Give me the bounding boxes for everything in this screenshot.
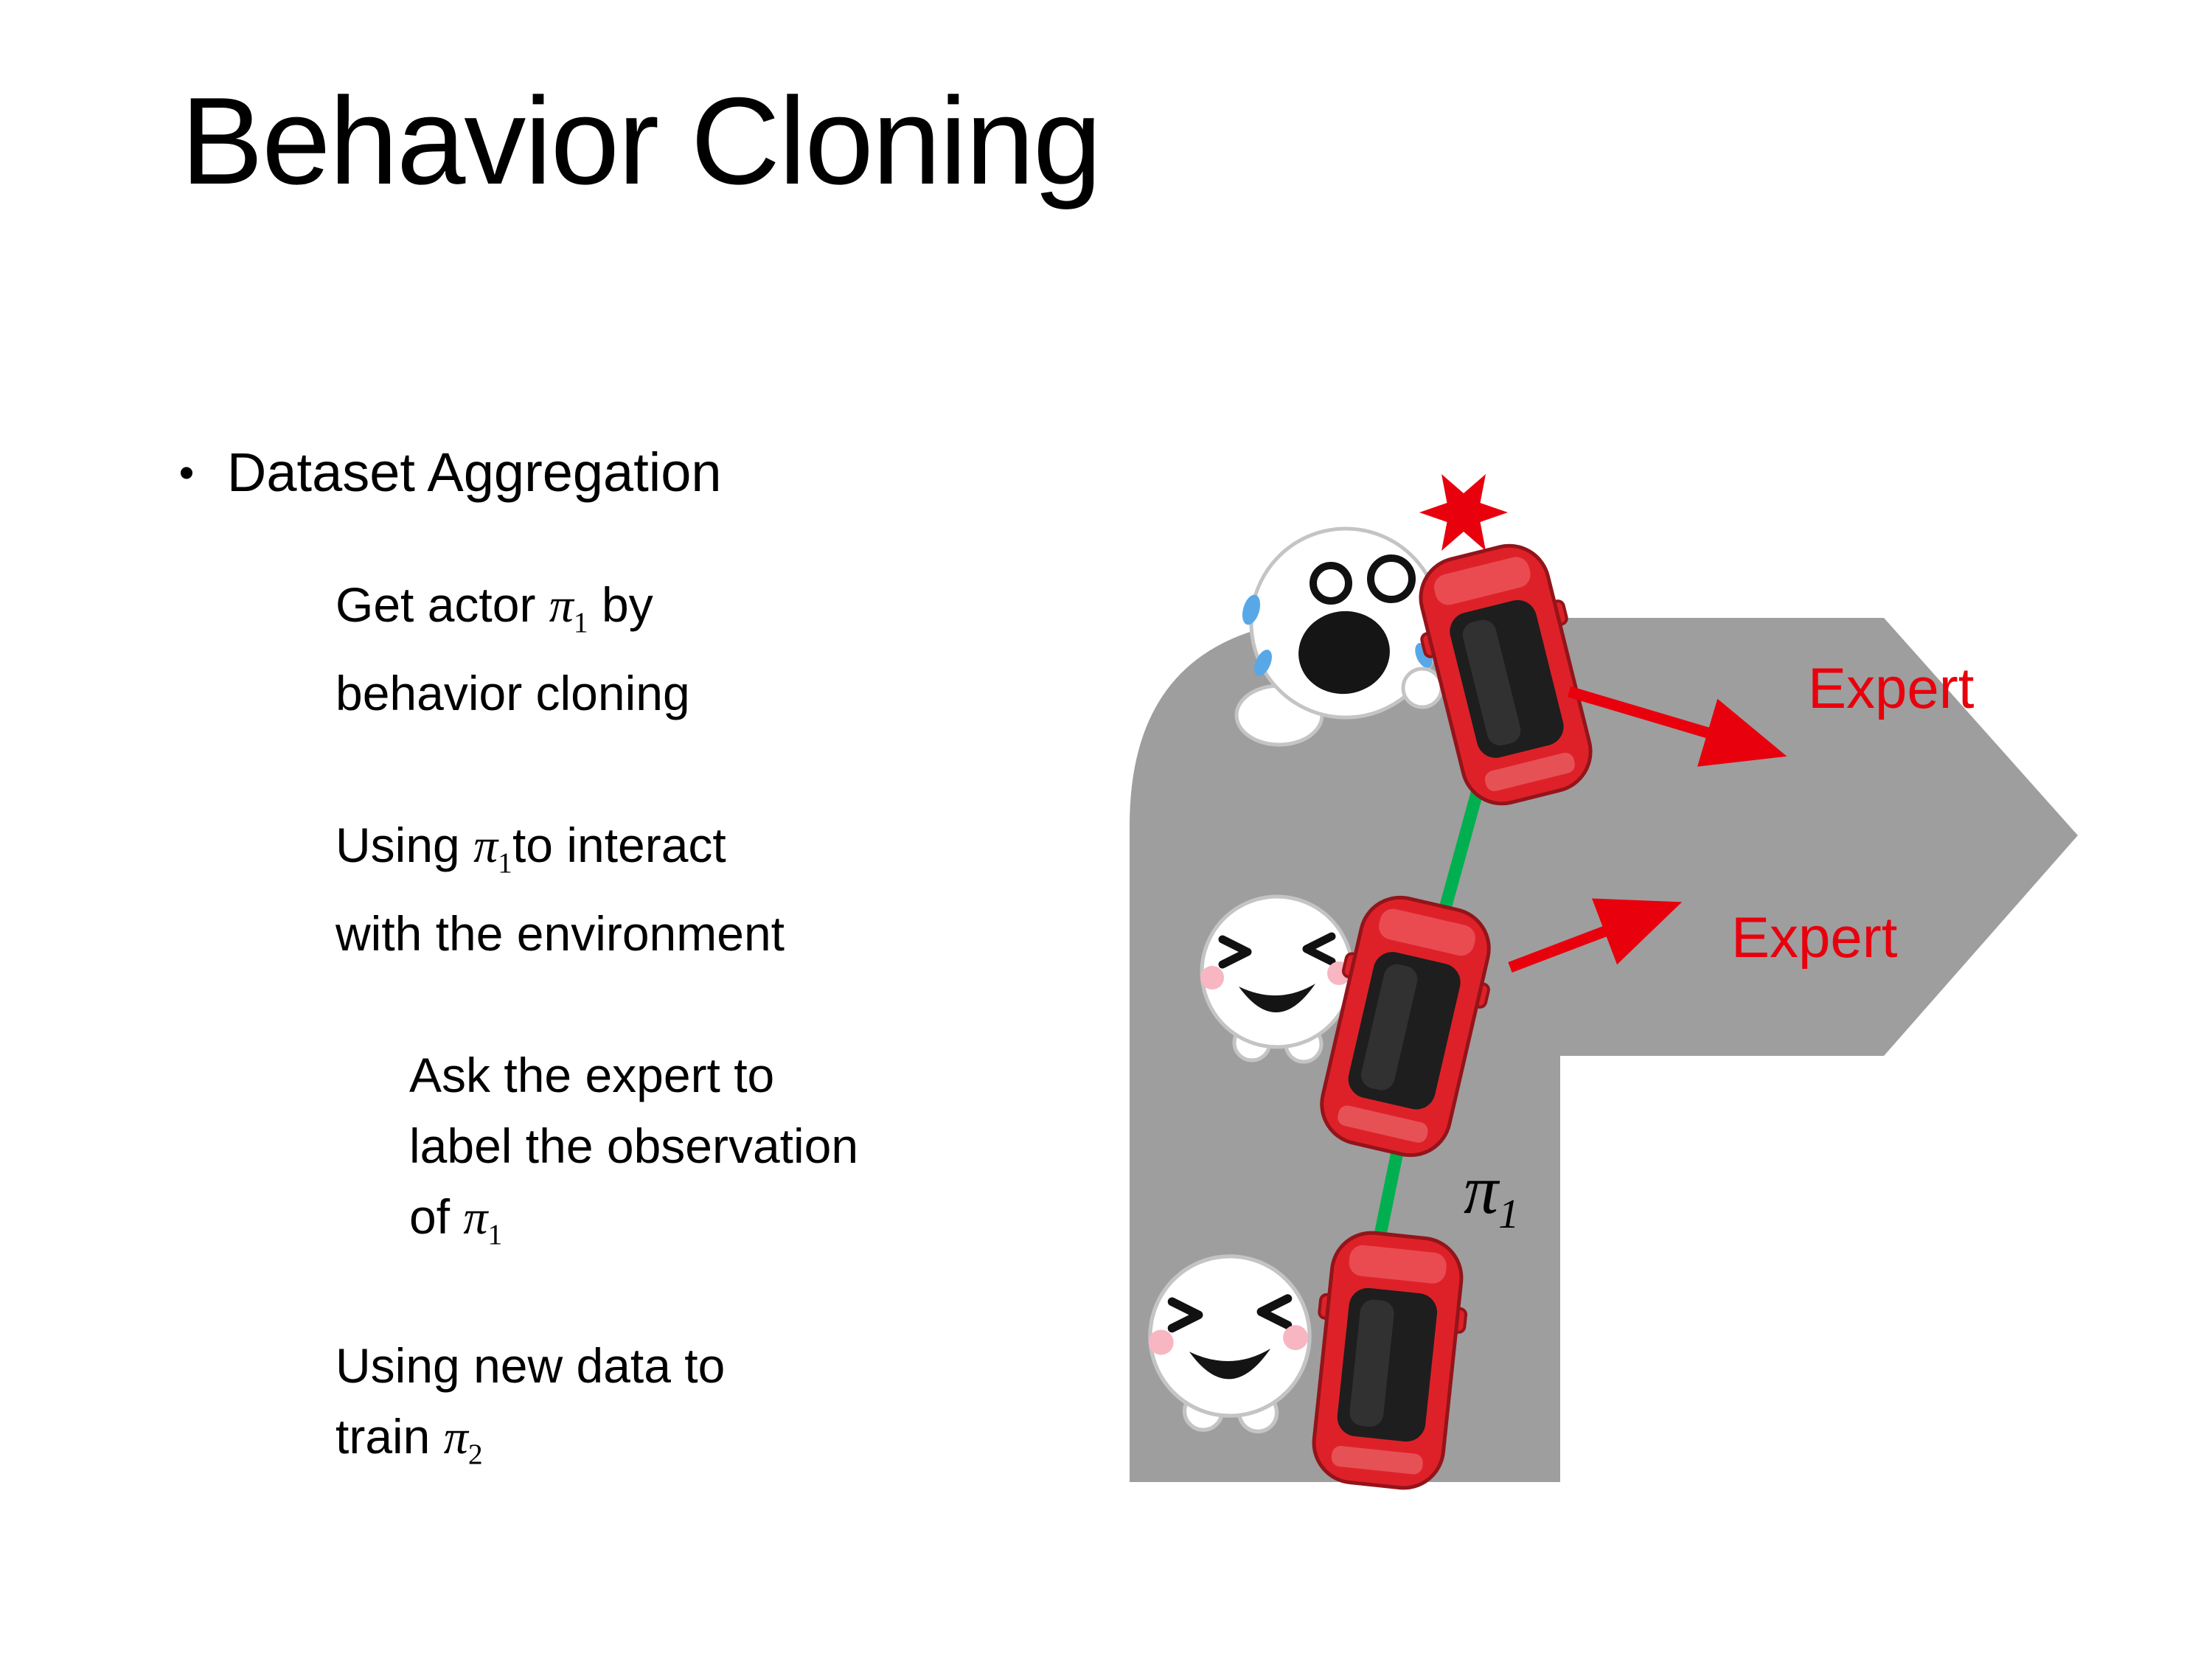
note-get-actor: Get actor π1 by behavior cloning	[335, 569, 690, 728]
note-line: Ask the expert to	[409, 1040, 858, 1110]
shocked-character-icon	[1234, 474, 1508, 747]
note-text-segment: of	[409, 1189, 464, 1244]
note-train-pi2: Using new data to train π2	[335, 1330, 725, 1489]
math-subscript: 1	[498, 846, 512, 880]
note-text-segment: Using new data to	[335, 1338, 726, 1393]
math-subscript: 1	[573, 606, 588, 639]
expert-label: Expert	[1808, 655, 1975, 720]
note-text-segment: Get actor	[335, 577, 549, 632]
pi1-label: π1	[1464, 1150, 1519, 1238]
expert-arrow	[1567, 686, 1787, 767]
shock-spark-icon	[1419, 474, 1508, 551]
math-symbol: π	[463, 1191, 488, 1245]
math-subscript: 1	[487, 1218, 503, 1251]
math-symbol: π	[549, 579, 574, 633]
bullet-text: Dataset Aggregation	[226, 442, 722, 503]
math-symbol: π	[473, 819, 498, 873]
math-symbol: π	[443, 1411, 468, 1464]
note-line: label the observation	[409, 1110, 858, 1181]
note-using-pi1: Using π1to interact with the environment	[335, 810, 785, 969]
note-text-segment: Using	[335, 818, 474, 872]
note-text-segment: to interact	[512, 818, 726, 872]
note-text-segment: train	[335, 1409, 444, 1464]
page-title: Behavior Cloning	[181, 72, 1102, 210]
note-line: Using new data to	[335, 1330, 725, 1401]
note-ask-expert: Ask the expert to label the observation …	[409, 1040, 858, 1270]
note-text-segment: Ask the expert to	[409, 1048, 775, 1102]
note-text-segment: by	[588, 577, 653, 632]
note-line: Using π1to interact	[335, 810, 785, 898]
math-subscript: 1	[1498, 1191, 1520, 1237]
math-subscript: 2	[467, 1438, 483, 1471]
note-line: with the environment	[335, 898, 785, 969]
expert-label: Expert	[1731, 905, 1898, 970]
note-line: train π2	[335, 1401, 725, 1489]
bullet-item-dataset-aggregation: • Dataset Aggregation	[177, 441, 722, 504]
note-line: Get actor π1 by	[335, 569, 690, 658]
note-text-segment: label the observation	[409, 1119, 859, 1173]
note-text-segment: with the environment	[335, 906, 785, 961]
math-symbol: π	[1464, 1152, 1499, 1228]
note-line: behavior cloning	[335, 658, 690, 728]
bullet-marker: •	[178, 448, 195, 497]
note-text-segment: behavior cloning	[335, 666, 690, 721]
expert-arrow	[1508, 898, 1683, 973]
note-line: of π1	[409, 1181, 858, 1270]
